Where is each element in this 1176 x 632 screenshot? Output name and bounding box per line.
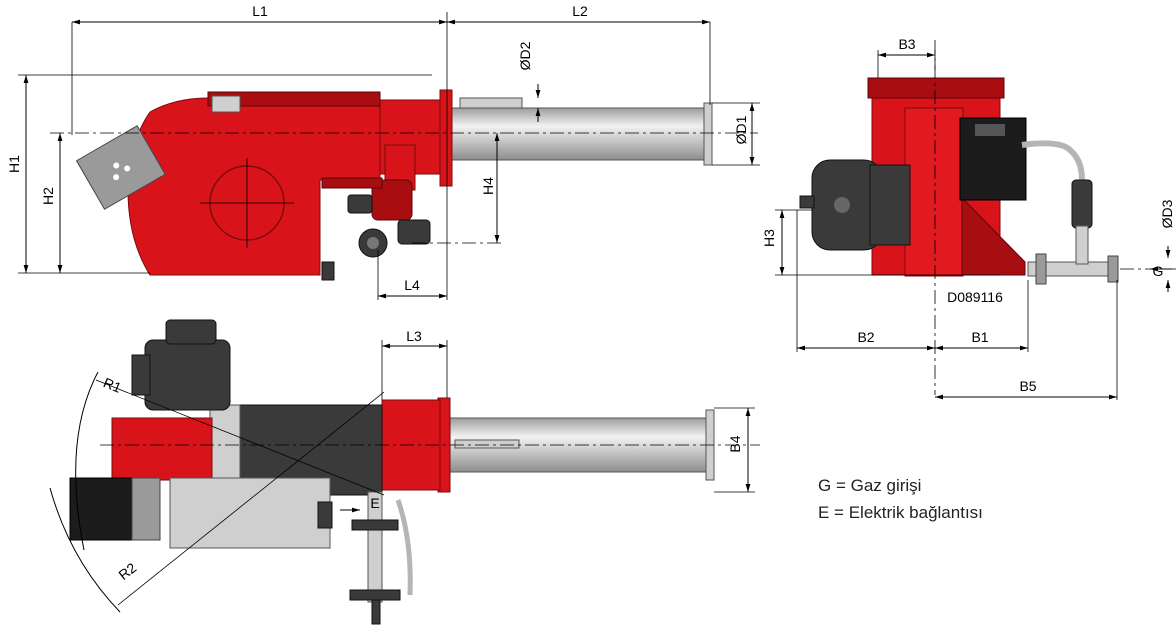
dim-B2: B2 — [857, 329, 874, 345]
dim-H2: H2 — [40, 187, 56, 205]
dim-L3: L3 — [406, 328, 422, 344]
dim-L2: L2 — [572, 3, 588, 19]
front-top — [867, 77, 1005, 99]
dim-E: E — [370, 495, 379, 511]
dim-B4: B4 — [727, 435, 743, 452]
dim-H3: H3 — [761, 229, 777, 247]
front-cable — [1021, 140, 1085, 181]
dim-B5: B5 — [1019, 378, 1036, 394]
drawing-code: D089116 — [947, 289, 1003, 305]
side-tube-rod — [459, 97, 523, 109]
front-pressure-switch — [1071, 179, 1093, 229]
front-view — [799, 77, 1119, 285]
side-tube-tip — [703, 102, 713, 166]
dim-L4: L4 — [404, 277, 420, 293]
top-motor — [131, 319, 231, 411]
side-gas-fitting — [347, 194, 431, 258]
side-view — [75, 89, 713, 281]
top-fan-housing — [111, 417, 213, 481]
side-flange — [439, 89, 453, 187]
dim-G-front: G — [1153, 263, 1164, 279]
side-top-part — [211, 95, 241, 113]
front-gas-flange-2 — [1107, 255, 1119, 283]
dim-B3: B3 — [898, 36, 915, 52]
dim-R2: R2 — [115, 559, 139, 583]
side-servo-motor — [75, 125, 166, 210]
legend-gas: G = Gaz girişi — [818, 476, 922, 495]
dim-H4: H4 — [480, 177, 496, 195]
front-gas-riser — [1075, 225, 1089, 265]
side-connector — [321, 261, 335, 281]
dim-L1: L1 — [252, 3, 268, 19]
dim-H1: H1 — [6, 155, 22, 173]
dim-D2: ØD2 — [517, 41, 533, 70]
side-lower-plate — [321, 177, 383, 189]
side-blast-tube — [451, 107, 708, 161]
top-servo — [69, 477, 143, 541]
front-cone — [961, 196, 1026, 276]
side-top-cover — [207, 91, 381, 107]
legend-electric: E = Elektrik bağlantısı — [818, 503, 983, 522]
top-servo-base — [131, 477, 161, 541]
top-connector-e — [317, 501, 333, 529]
top-tube-rod — [454, 439, 520, 449]
front-gas-flange-1 — [1035, 253, 1047, 285]
dim-B1: B1 — [971, 329, 988, 345]
front-motor — [799, 159, 911, 251]
top-control-box — [169, 477, 331, 549]
top-gas-train — [349, 491, 413, 625]
top-view — [69, 319, 715, 625]
dim-D3: ØD3 — [1159, 199, 1175, 228]
dim-R1: R1 — [101, 374, 124, 396]
front-fan-housing — [904, 107, 964, 277]
dim-D1: ØD1 — [733, 115, 749, 144]
